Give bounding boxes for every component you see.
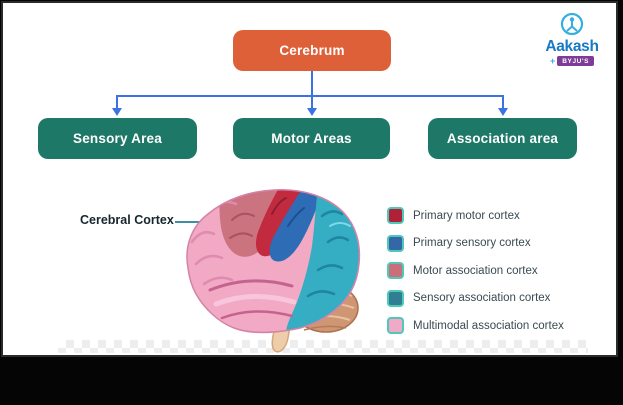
legend-swatch	[387, 289, 404, 307]
node-sensory-area: Sensory Area	[38, 118, 197, 159]
brand-logo: Aakash + BYJU'S	[536, 12, 608, 66]
node-motor-areas: Motor Areas	[233, 118, 390, 159]
legend-item: Primary motor cortex	[387, 207, 564, 224]
aakash-logo-icon	[560, 12, 584, 36]
arrowhead-sensory-icon	[112, 108, 122, 116]
brain-illustration	[186, 188, 361, 353]
brand-badge-row: + BYJU'S	[549, 56, 595, 66]
connector-root-stem	[311, 71, 313, 96]
connector-drop-association	[502, 95, 504, 109]
node-association-area: Association area	[428, 118, 577, 159]
legend-label: Motor association cortex	[413, 264, 538, 277]
legend-item: Motor association cortex	[387, 262, 564, 279]
arrowhead-association-icon	[498, 108, 508, 116]
legend-item: Sensory association cortex	[387, 289, 564, 307]
plus-icon: +	[549, 56, 556, 66]
legend-swatch	[387, 207, 404, 224]
legend-swatch	[387, 317, 404, 334]
connector-horizontal	[117, 95, 503, 97]
byjus-badge: BYJU'S	[557, 56, 595, 66]
legend-label: Multimodal association cortex	[413, 319, 564, 332]
arrowhead-motor-icon	[307, 108, 317, 116]
legend-item: Primary sensory cortex	[387, 234, 564, 252]
checker-strip	[58, 340, 588, 353]
slide-canvas: Aakash + BYJU'S Cerebrum Sensory Area Mo…	[1, 1, 618, 357]
legend-swatch	[387, 234, 404, 252]
node-cerebrum: Cerebrum	[233, 30, 391, 71]
legend-item: Multimodal association cortex	[387, 317, 564, 334]
figure-label: Cerebral Cortex	[80, 213, 174, 227]
legend-swatch	[387, 262, 404, 279]
connector-drop-sensory	[116, 95, 118, 109]
legend-label: Sensory association cortex	[413, 292, 551, 304]
brand-name: Aakash	[545, 38, 599, 55]
legend-label: Primary sensory cortex	[413, 237, 531, 249]
connector-drop-motor	[311, 95, 313, 109]
legend-label: Primary motor cortex	[413, 209, 520, 222]
